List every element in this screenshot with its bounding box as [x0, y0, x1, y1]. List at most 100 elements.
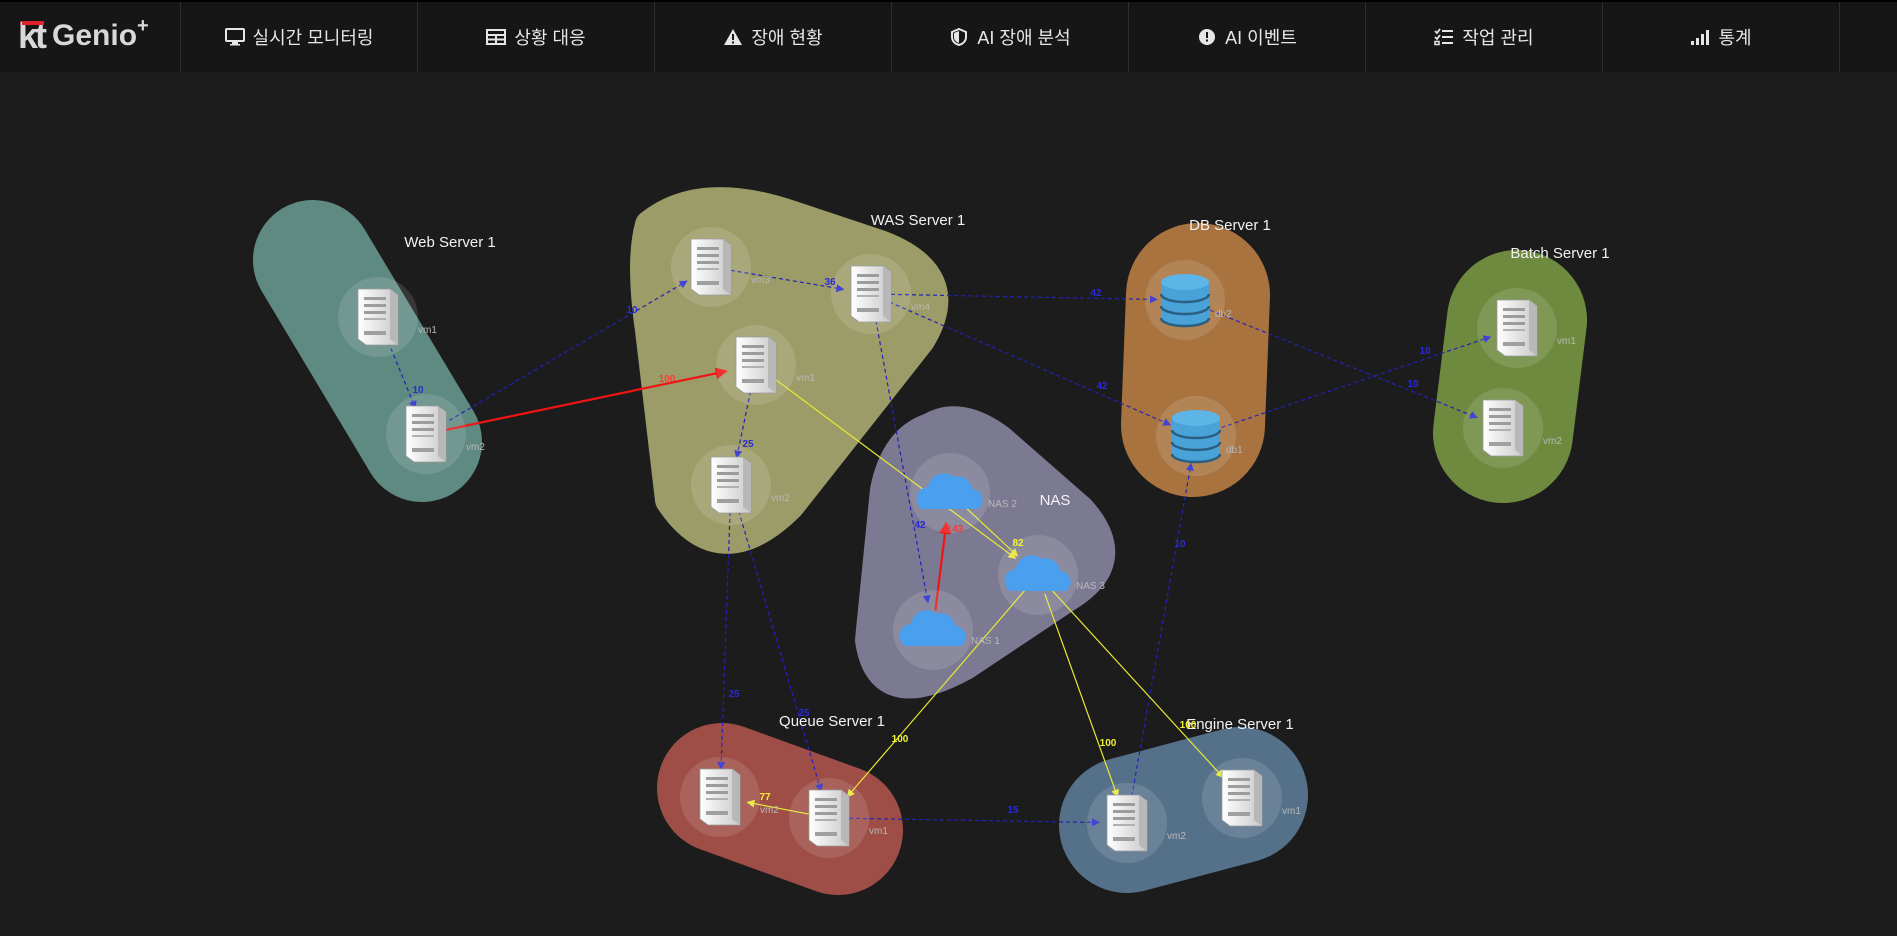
edge-value-label: 42: [1096, 381, 1108, 392]
server-icon: [710, 456, 752, 514]
group-label: Queue Server 1: [779, 713, 885, 730]
edge-db-db2-to-batch-vm2[interactable]: [1203, 306, 1478, 419]
logo-text: Genio: [52, 19, 138, 52]
node-queue-vm2[interactable]: [680, 757, 760, 837]
edge-web-vm2-to-was-vm1[interactable]: [445, 367, 728, 431]
server-icon: [735, 336, 777, 394]
group-label: Engine Server 1: [1186, 716, 1294, 733]
node-label: vm2: [1167, 831, 1186, 842]
checklist-icon: [1434, 28, 1454, 46]
monitor-icon: [224, 28, 245, 46]
node-label: db1: [1226, 445, 1243, 456]
edge-value-label: 15: [1007, 805, 1019, 816]
edge-value-label: 10: [1174, 539, 1186, 550]
node-web-vm1[interactable]: [338, 277, 418, 357]
edge-nas-3-to-queue-vm1[interactable]: [846, 589, 1026, 798]
main-nav: 실시간 모니터링 상황 대응 장애 현황 AI 장애 분석 AI 이벤트 작업 관리 통계: [180, 2, 1840, 72]
edge-value-label: 100: [892, 734, 909, 745]
edge-value-label: 10: [1407, 379, 1419, 390]
edge-nas-3-to-engine-vm1[interactable]: [1051, 589, 1224, 779]
edge-value-label: 100: [1100, 738, 1117, 749]
nav-item-label: 상황 대응: [514, 28, 586, 48]
nav-item-situation[interactable]: 상황 대응: [417, 2, 654, 72]
edge-was-vm3-to-was-vm4[interactable]: [730, 269, 845, 293]
node-batch-vm1[interactable]: [1477, 288, 1557, 368]
node-label: vm1: [418, 325, 437, 336]
edge-value-label: 25: [742, 439, 754, 450]
edge-engine-vm2-to-db-db1[interactable]: [1129, 462, 1194, 804]
edge-was-vm2-to-queue-vm2[interactable]: [717, 504, 731, 771]
node-engine-vm1[interactable]: [1202, 758, 1282, 838]
edge-was-vm1-to-was-vm2[interactable]: [734, 384, 753, 459]
node-label: vm1: [1282, 806, 1301, 817]
node-engine-vm2[interactable]: [1087, 783, 1167, 863]
node-nas-1[interactable]: [893, 590, 973, 670]
edge-was-vm2-to-queue-vm1[interactable]: [736, 504, 823, 793]
node-nas-3[interactable]: [998, 535, 1078, 615]
node-label: vm2: [1543, 436, 1562, 447]
group-label: DB Server 1: [1189, 217, 1271, 234]
node-was-vm1[interactable]: [716, 325, 796, 405]
nav-item-realtime[interactable]: 실시간 모니터링: [180, 2, 417, 72]
edge-value-label: 42: [1090, 288, 1102, 299]
node-label: vm2: [771, 493, 790, 504]
node-label: vm3: [751, 275, 770, 286]
edge-queue-vm1-to-queue-vm2[interactable]: [746, 799, 810, 815]
nav-item-label: 실시간 모니터링: [252, 28, 374, 48]
edge-was-vm4-to-db-db1[interactable]: [889, 301, 1172, 426]
nav-item-ai-analysis[interactable]: AI 장애 분석: [891, 2, 1128, 72]
server-icon: [850, 265, 892, 323]
node-nas-2[interactable]: [910, 453, 990, 533]
nav-item-task[interactable]: 작업 관리: [1365, 2, 1602, 72]
grid-icon: [486, 28, 507, 46]
database-icon: [1170, 408, 1222, 464]
node-label: db2: [1215, 309, 1232, 320]
warning-icon: [723, 28, 743, 46]
nav-item-label: AI 장애 분석: [977, 28, 1071, 48]
node-label: vm4: [911, 302, 930, 313]
edge-value-label: 25: [728, 689, 740, 700]
kt-genio-logo[interactable]: kt Genio +: [18, 14, 176, 57]
node-label: vm1: [869, 826, 888, 837]
edge-was-vm4-to-db-db2[interactable]: [890, 293, 1159, 304]
nav-item-stats[interactable]: 통계: [1602, 2, 1840, 72]
node-label: vm1: [1557, 336, 1576, 347]
logo-plus: +: [137, 14, 149, 37]
nav-item-label: AI 이벤트: [1225, 28, 1297, 48]
node-was-vm4[interactable]: [831, 254, 911, 334]
server-icon: [1221, 769, 1263, 827]
node-db-db1[interactable]: [1156, 396, 1236, 476]
edge-was-vm1-to-nas-3[interactable]: [771, 376, 1017, 559]
node-db-db2[interactable]: [1145, 260, 1225, 340]
server-icon: [690, 238, 732, 296]
edge-value-label: 10: [412, 385, 424, 396]
nav-item-ai-event[interactable]: AI 이벤트: [1128, 2, 1365, 72]
server-icon: [699, 768, 741, 826]
node-was-vm2[interactable]: [691, 445, 771, 525]
node-label: vm2: [466, 442, 485, 453]
nav-item-label: 장애 현황: [751, 28, 823, 48]
node-was-vm3[interactable]: [671, 227, 751, 307]
edge-web-vm1-to-web-vm2[interactable]: [385, 335, 417, 410]
edge-value-label: 10: [626, 305, 638, 316]
database-icon: [1159, 272, 1211, 328]
group-web-hull[interactable]: [253, 200, 482, 502]
nav-item-fault[interactable]: 장애 현황: [654, 2, 891, 72]
group-label: Batch Server 1: [1510, 245, 1609, 262]
edge-value-label: 10: [1419, 346, 1431, 357]
edge-nas-3-to-engine-vm2[interactable]: [1044, 593, 1119, 798]
node-queue-vm1[interactable]: [789, 778, 869, 858]
edge-web-vm2-to-was-vm3[interactable]: [442, 280, 688, 425]
edge-value-label: 36: [824, 277, 836, 288]
node-web-vm2[interactable]: [386, 394, 466, 474]
edge-value-label: 25: [798, 708, 810, 719]
edge-nas-1-to-nas-2[interactable]: [934, 521, 951, 611]
server-icon: [1496, 299, 1538, 357]
node-label: NAS 2: [988, 499, 1017, 510]
nav-item-label: 작업 관리: [1462, 28, 1534, 48]
edge-nas-2-to-nas-3[interactable]: [964, 506, 1019, 557]
node-label: vm1: [796, 373, 815, 384]
server-icon: [1106, 794, 1148, 852]
node-batch-vm2[interactable]: [1463, 388, 1543, 468]
